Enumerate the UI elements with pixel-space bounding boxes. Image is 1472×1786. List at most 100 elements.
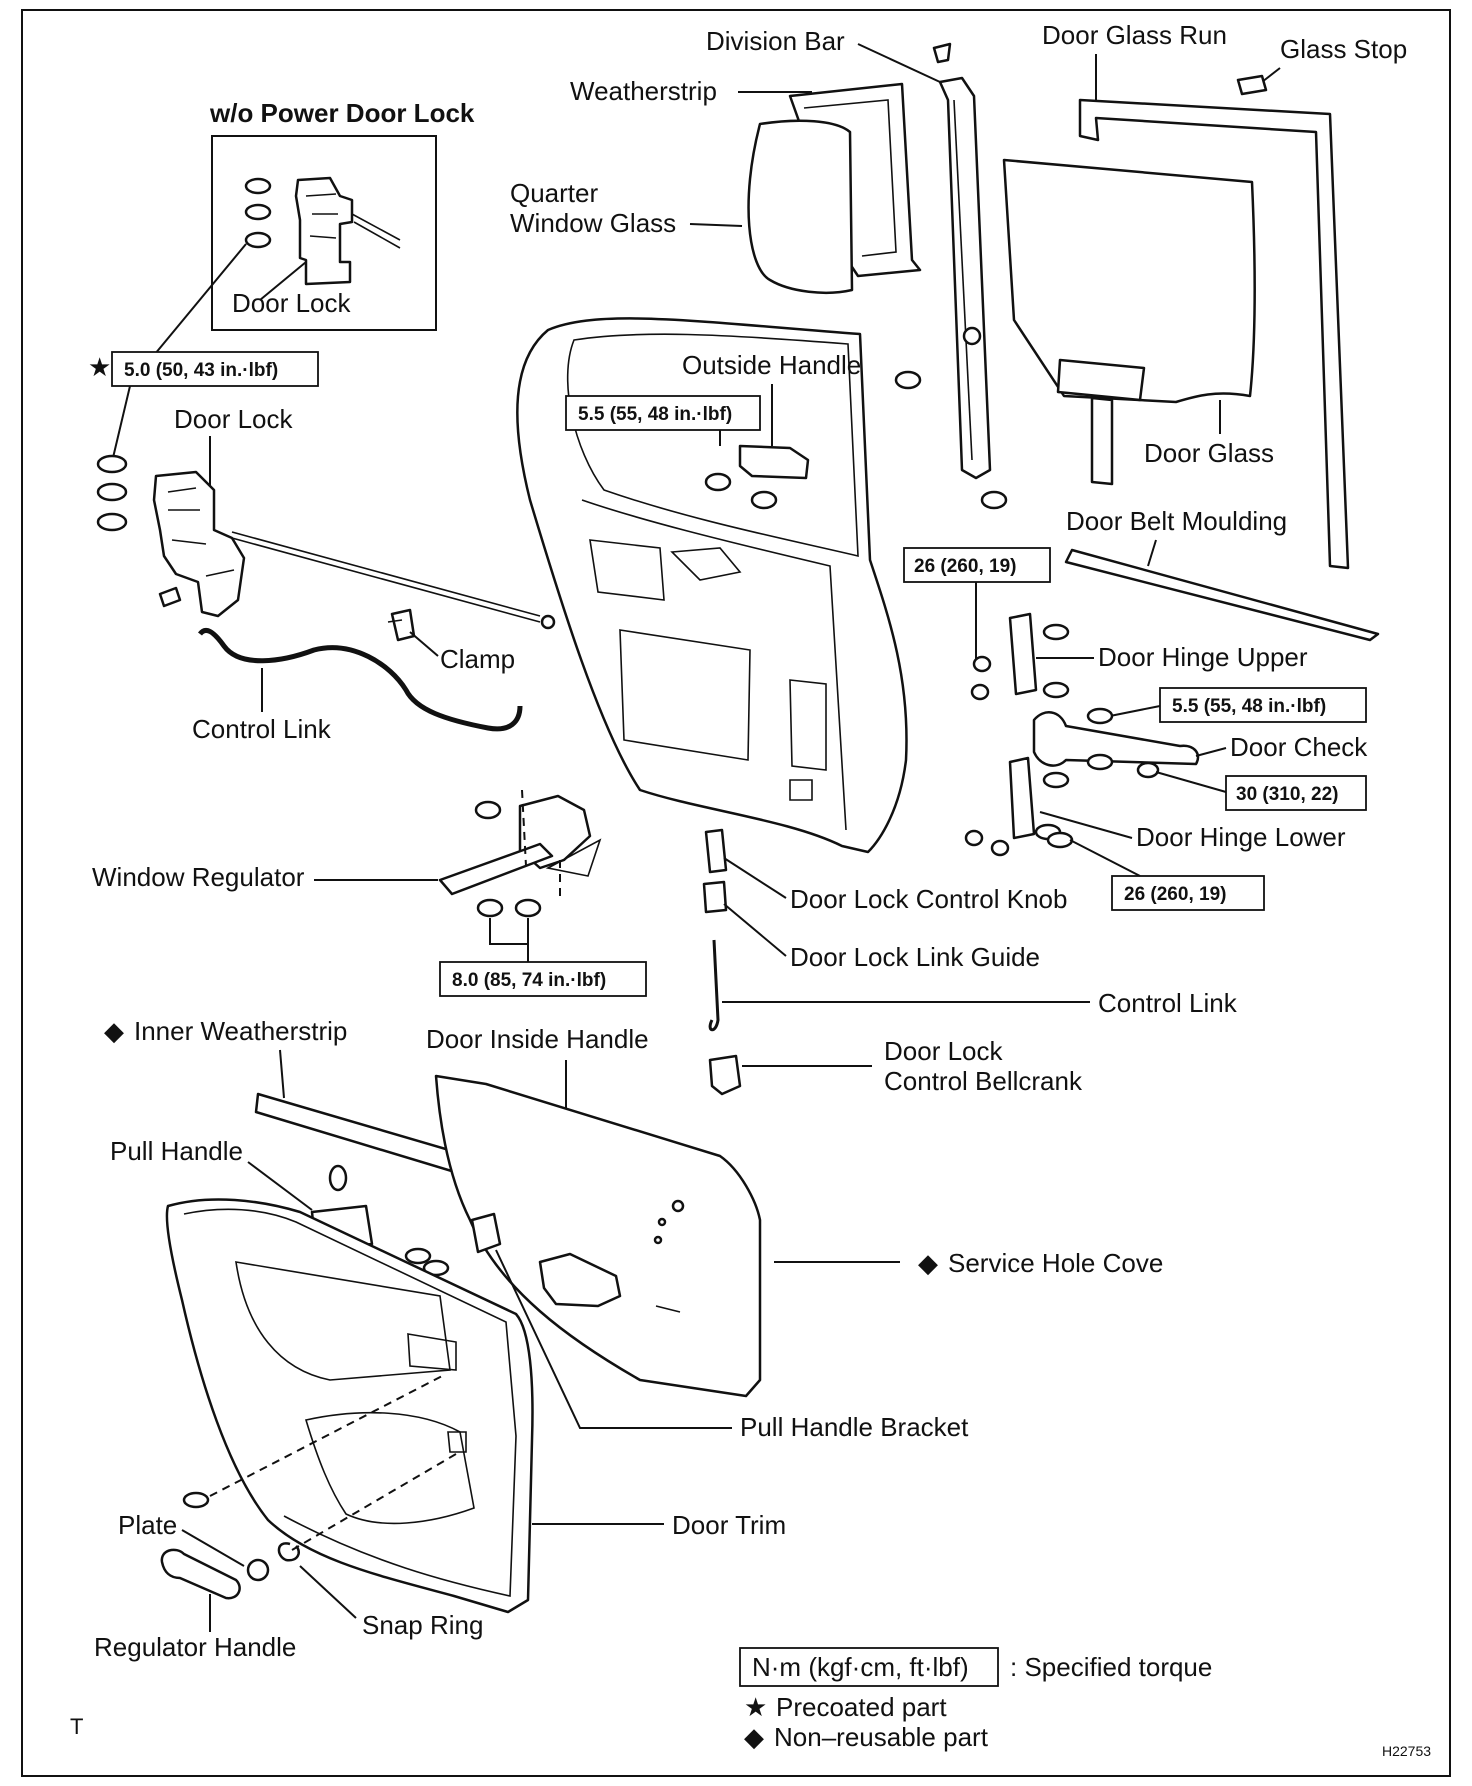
leader-pull-handle-bracket (495, 1249, 732, 1429)
quarter-glass-label-2: Window Glass (510, 208, 676, 238)
legend-unit: N·m (kgf·cm, ft·lbf) (752, 1652, 969, 1682)
window-regulator-drawing (438, 789, 602, 918)
service-hole-cover-drawing (434, 1074, 762, 1398)
inset-box (211, 135, 437, 331)
quarter-glass-label-1: Quarter (510, 178, 598, 208)
division-bar-label: Division Bar (706, 26, 845, 56)
inset-door-lock-drawing (244, 176, 401, 286)
torque-hinge-upper: 26 (260, 19) (914, 556, 1016, 577)
torque-regulator: 8.0 (85, 74 in.·lbf) (452, 970, 606, 991)
door-trim-drawing (165, 1198, 534, 1614)
plate-label: Plate (118, 1510, 177, 1540)
door-lock-drawing (96, 454, 246, 618)
plate-drawing (246, 1558, 270, 1582)
glass-stop-drawing (1236, 74, 1268, 96)
pull-handle-bracket-drawing (404, 1212, 502, 1277)
door-glass-run-label: Door Glass Run (1042, 20, 1227, 50)
bolts-upper (894, 370, 1008, 510)
leader-torque-door-lock (111, 385, 131, 463)
leader-inset-screws (149, 243, 247, 361)
bellcrank-label-1: Door Lock (884, 1036, 1003, 1066)
leader-plate (181, 1529, 245, 1567)
door-panel-drawing (516, 317, 908, 854)
inner-weatherstrip-label: Inner Weatherstrip (134, 1016, 347, 1046)
door-inside-handle-drawing (538, 1252, 622, 1308)
pull-handle-label: Pull Handle (110, 1136, 243, 1166)
torque-outside-handle: 5.5 (55, 48 in.·lbf) (578, 404, 732, 425)
leader-glass-stop (1261, 67, 1281, 83)
door-trim-label: Door Trim (672, 1510, 786, 1540)
leader-torque-hinge-lower (1069, 839, 1141, 877)
control-link-right-drawing (708, 939, 720, 1032)
nonreusable-diamond-2: ◆ (918, 1248, 938, 1278)
control-link-left-label: Control Link (192, 714, 332, 744)
torque-box-door-check (1159, 687, 1367, 723)
snap-ring-drawing (277, 1542, 300, 1562)
regulator-handle-label: Regulator Handle (94, 1632, 296, 1662)
pull-handle-bracket-label: Pull Handle Bracket (740, 1412, 969, 1442)
door-hinge-lower-drawing (964, 756, 1074, 857)
legend-unit-box (739, 1647, 999, 1687)
leader-door-lock-link-guide (723, 903, 787, 957)
inset-door-lock-label: Door Lock (232, 288, 351, 318)
leader-door-belt-moulding (1147, 539, 1157, 567)
torque-door-lock: 5.0 (50, 43 in.·lbf) (124, 360, 278, 381)
nonreusable-diamond-1: ◆ (104, 1016, 124, 1046)
door-check-drawing (1032, 707, 1200, 779)
regulator-handle-drawing (160, 1548, 241, 1600)
door-hinge-lower-label: Door Hinge Lower (1136, 822, 1346, 852)
control-link-left-drawing (198, 628, 523, 732)
torque-box-regulator (439, 961, 647, 997)
door-lock-control-bellcrank-drawing (708, 1054, 742, 1096)
window-regulator-label: Window Regulator (92, 862, 305, 892)
torque-door-check: 5.5 (55, 48 in.·lbf) (1172, 696, 1326, 717)
leader-door-lock-control-knob (723, 857, 787, 899)
lock-rod (231, 531, 541, 623)
leader-division-bar (857, 43, 941, 83)
torque-check-body: 30 (310, 22) (1236, 784, 1338, 805)
legend-diamond: ◆ (744, 1722, 764, 1752)
leader-inner-weatherstrip (279, 1049, 285, 1099)
legend-nonreusable: Non–reusable part (774, 1722, 989, 1752)
leader-door-hinge-lower (1039, 811, 1133, 839)
outside-handle-label: Outside Handle (682, 350, 861, 380)
weatherstrip-label: Weatherstrip (570, 76, 717, 106)
torque-box-hinge-lower (1111, 875, 1265, 911)
glass-stop-label: Glass Stop (1280, 34, 1407, 64)
legend-star: ★ (744, 1692, 767, 1722)
door-hinge-upper-label: Door Hinge Upper (1098, 642, 1308, 672)
leader-door-check (1195, 747, 1227, 757)
door-lock-control-knob-drawing (704, 828, 728, 874)
torque-box-check-body (1225, 775, 1367, 811)
leader-torque-regulator (489, 918, 529, 962)
quarter-window-drawing (747, 82, 922, 295)
handle-dashed (291, 1453, 457, 1551)
leader-inset-door-lock (259, 261, 307, 301)
door-inside-handle-label: Door Inside Handle (426, 1024, 649, 1054)
door-lock-label: Door Lock (174, 404, 293, 434)
precoated-star: ★ (88, 352, 111, 382)
door-lock-link-guide-label: Door Lock Link Guide (790, 942, 1040, 972)
service-hole-cover-label: Service Hole Cove (948, 1248, 1163, 1278)
diagram-frame (21, 9, 1451, 1777)
clamp-label: Clamp (440, 644, 515, 674)
door-glass-run-drawing (1078, 98, 1350, 570)
door-glass-drawing (1002, 158, 1257, 486)
torque-box-outside-handle (565, 395, 761, 431)
door-glass-label: Door Glass (1144, 438, 1274, 468)
torque-box-door-lock (111, 351, 319, 387)
figure-id: H22753 (1382, 1743, 1431, 1759)
trim-screw-dashed (209, 1373, 447, 1497)
door-belt-moulding-drawing (1064, 548, 1380, 642)
leader-torque-check-body (1155, 771, 1227, 793)
leader-snap-ring (299, 1565, 357, 1619)
leader-quarter-glass (689, 223, 743, 227)
bellcrank-label-2: Control Bellcrank (884, 1066, 1083, 1096)
leader-clamp (409, 631, 439, 657)
torque-hinge-lower: 26 (260, 19) (1124, 884, 1226, 905)
trim-screw (182, 1491, 210, 1509)
legend-precoated: Precoated part (776, 1692, 947, 1722)
rod-end (540, 614, 556, 630)
snap-ring-label: Snap Ring (362, 1610, 483, 1640)
leader-pull-handle (247, 1161, 313, 1211)
